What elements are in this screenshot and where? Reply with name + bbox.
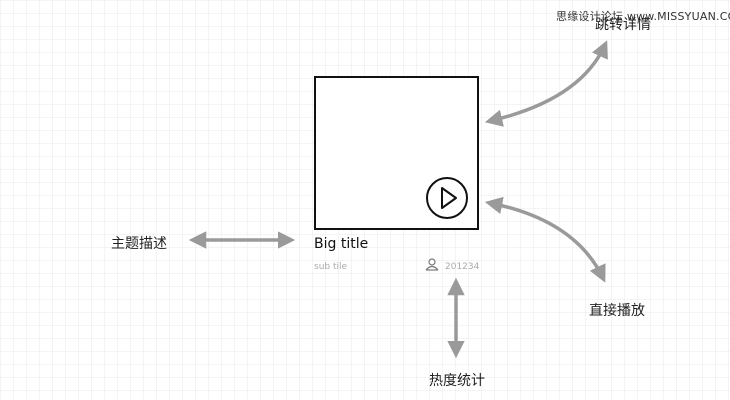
- arrow-jump-detail: [484, 40, 608, 127]
- label-topic-description: 主题描述: [111, 236, 167, 252]
- user-icon: [425, 258, 439, 271]
- view-count: 201234: [445, 262, 480, 272]
- label-jump-detail: 跳转详情: [595, 17, 651, 33]
- arrow-direct-play: [484, 196, 606, 283]
- label-direct-play: 直接播放: [589, 303, 645, 319]
- label-popularity-stats: 热度统计: [429, 373, 485, 389]
- watermark: 思缘设计论坛 www.MISSYUAN.COM: [556, 10, 730, 23]
- card-subtitle: sub tile: [314, 262, 348, 272]
- card-title[interactable]: Big title: [314, 236, 369, 252]
- play-icon: [426, 177, 468, 219]
